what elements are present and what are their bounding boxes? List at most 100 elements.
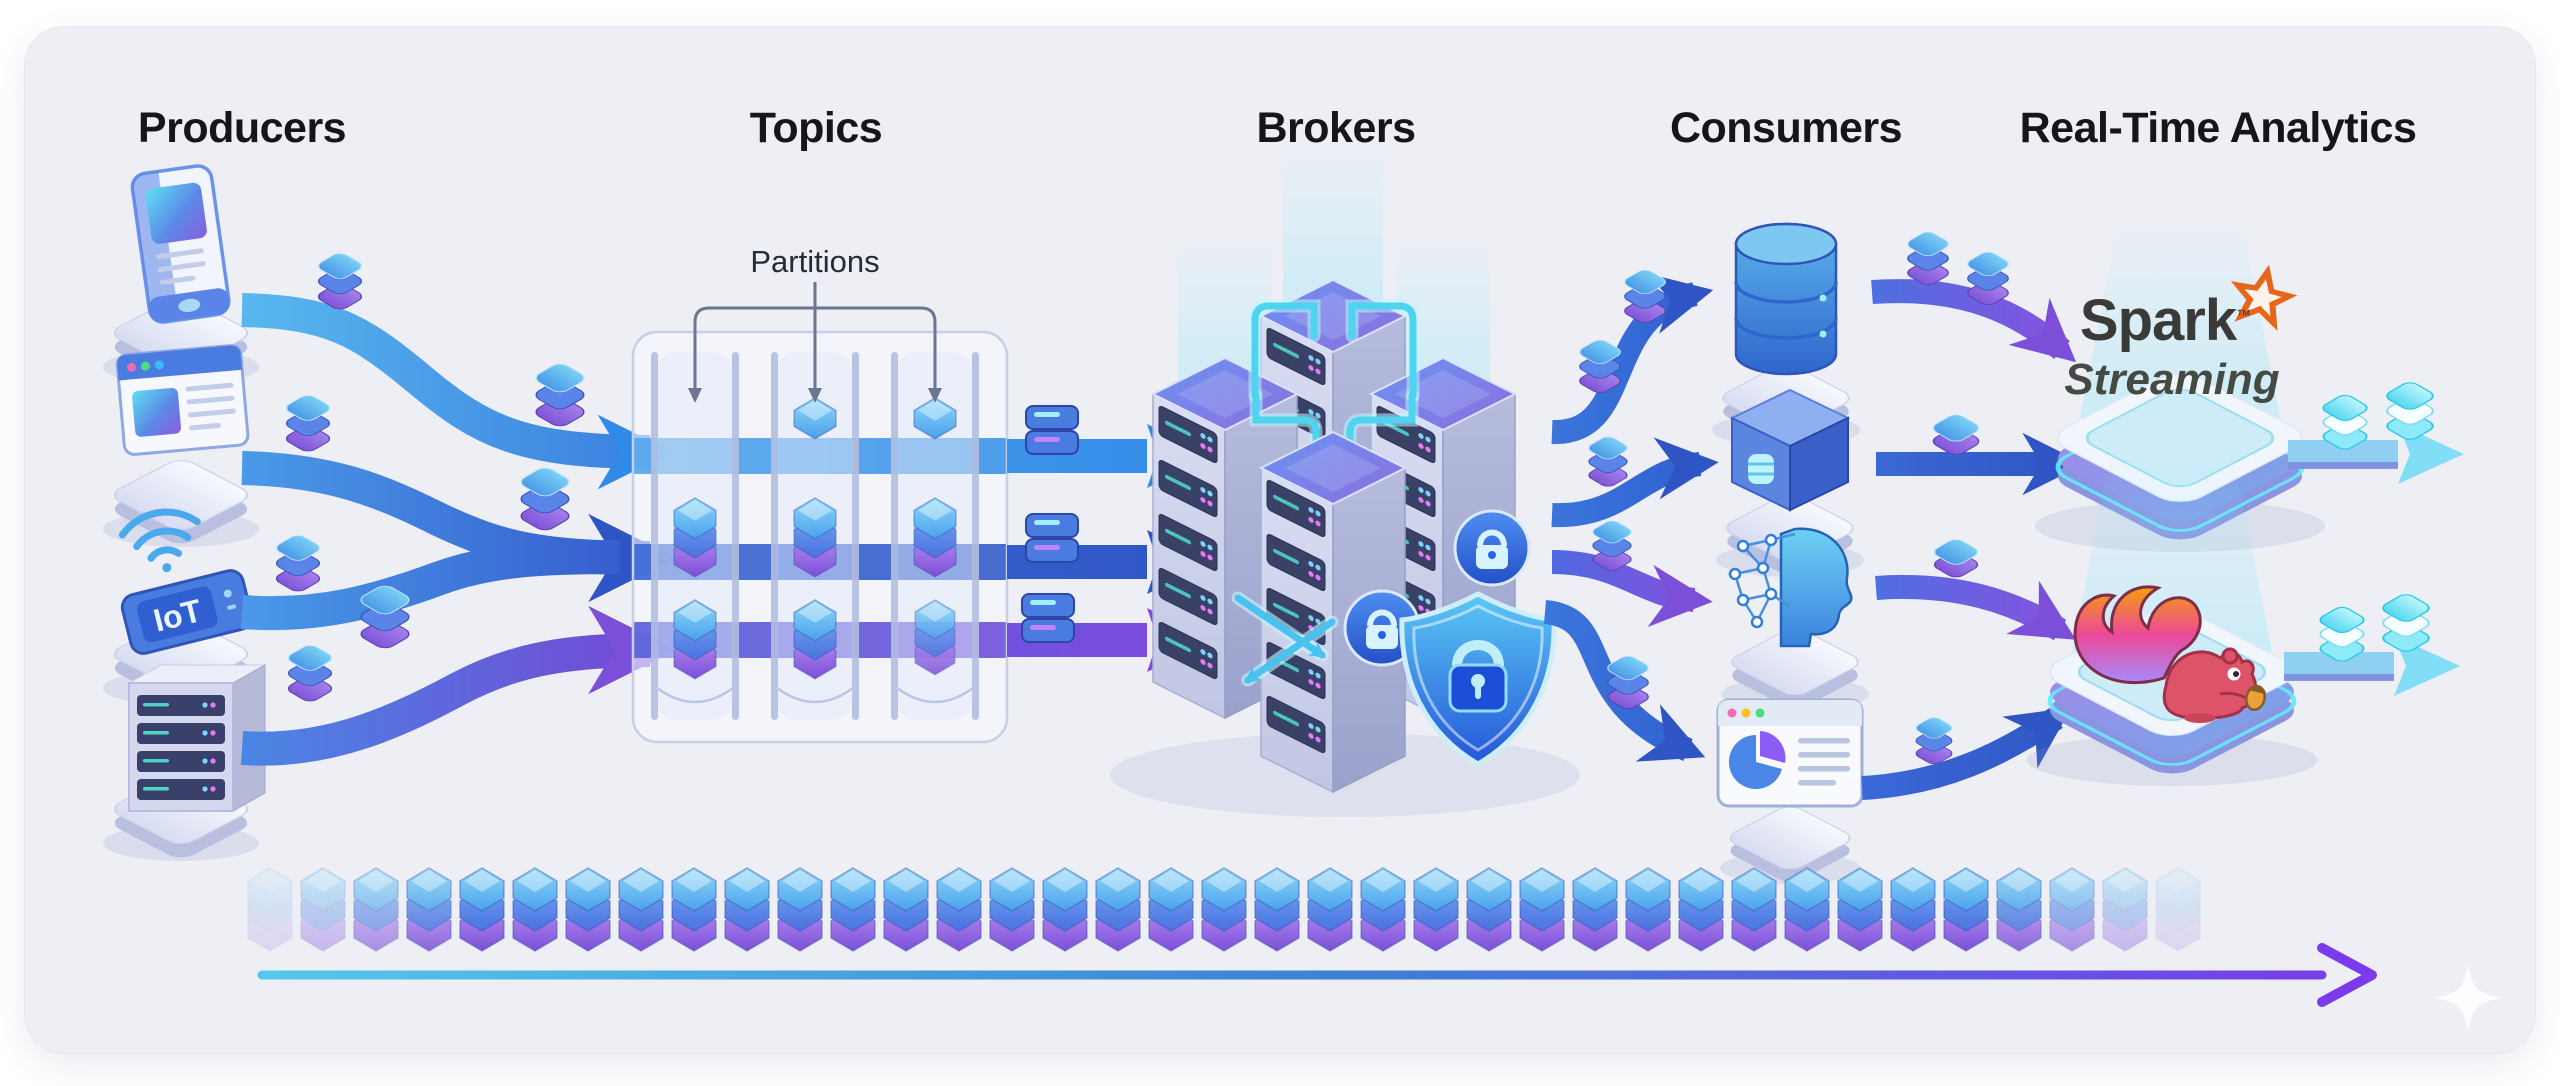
header-consumers: Consumers [1669,104,1903,152]
brokers-cluster [1110,150,1580,817]
message-stack [281,392,335,455]
timeline-hexagon-stack [1625,867,1671,952]
timeline-hexagon-stack [1890,867,1936,952]
spark-streaming-wordmark: Streaming [2064,355,2279,404]
timeline-hexagon-stack [1413,867,1459,952]
message-stack [1929,536,1983,581]
server-rack-icon [127,664,267,812]
message-stack [313,250,367,313]
timeline-hexagon-stack [247,867,293,952]
message-stack [515,464,575,534]
message-hexagon-stack [793,497,837,578]
timeline-hexagon-stack [1678,867,1724,952]
security-shield-icon [1399,591,1557,767]
timeline-hexagon-stack [1042,867,1088,952]
timeline-hexagon-stack [353,867,399,952]
timeline-hexagon-stack [936,867,982,952]
timeline-hexagon-stack [1254,867,1300,952]
timeline-hexagon-stack [406,867,452,952]
timeline-hexagon-stack [883,867,929,952]
analytics-output-arrow-2 [2284,591,2460,696]
message-stack [530,360,590,430]
topics-section [631,282,1213,744]
timeline-hexagon-stack [565,867,611,952]
flow-ribbon-3 [240,540,621,631]
message-stack [1928,411,1984,458]
partitions-pointer-bracket [688,282,942,403]
message-stack [1903,229,1953,288]
pie-chart-icon [1728,731,1786,789]
record-card [1025,405,1079,455]
message-stack [283,642,337,705]
spark-wordmark: Spark [2080,288,2238,353]
message-stack [1912,715,1956,767]
flink-squirrel-logo [2073,585,2266,723]
record-card [1025,513,1079,563]
timeline-hexagon-stack [1943,867,1989,952]
message-hexagon-stack [673,497,717,578]
header-analytics: Real-Time Analytics [2019,104,2417,152]
timeline-hexagon-stack [724,867,770,952]
flow-ribbon-4 [240,605,677,766]
flink-engine [2027,457,2317,786]
message-hexagon-stack [793,599,837,680]
timeline-hexagon-row [247,867,2201,952]
iot-device-icon: IoT [120,569,254,655]
spark-star-icon [2230,264,2298,331]
broker-consumer-arrows [1543,267,1719,762]
analytics-dashboard-icon [1716,698,1864,808]
dashboard-consumer [1716,698,1864,886]
timeline-hexagon-stack [1466,867,1512,952]
message-timeline [247,867,2377,1007]
acorn [2245,684,2266,712]
processed-message-stack [2382,379,2438,443]
timeline-hexagon-stack [1784,867,1830,952]
timeline-hexagon-stack [1996,867,2042,952]
processed-message-stack [2378,591,2434,655]
timeline-hexagon-stack [1731,867,1777,952]
timeline-hexagon-stack [1360,867,1406,952]
message-stack [1584,434,1632,489]
producers-column: IoT [103,164,267,863]
record-card [1021,593,1075,643]
header-topics: Topics [749,104,883,152]
replication-cables [1248,299,1420,477]
timeline-hexagon-stack [512,867,558,952]
flow-ribbon-1 [241,293,673,490]
lock-badge-icon [1453,509,1531,587]
db-glyph [1748,454,1774,484]
timeline-hexagon-stack [1095,867,1141,952]
ai-head-icon [1728,527,1853,648]
timeline-hexagon-stack [1148,867,1194,952]
header-brokers: Brokers [1256,104,1416,152]
message-stack [271,532,325,595]
timeline-hexagon-stack [1519,867,1565,952]
timeline-hexagon-stack [777,867,823,952]
timeline-hexagon-stack [989,867,1035,952]
timeline-hexagon-stack [1837,867,1883,952]
timeline-hexagon-stack [671,867,717,952]
timeline-hexagon-stack [618,867,664,952]
consumers-column [1712,222,1869,886]
browser-window-icon [115,344,250,456]
message-hexagon-stack [673,599,717,680]
neural-network-icon [1728,532,1796,629]
message-hexagon-stack [913,497,957,578]
analytics-output-arrow-1 [2288,379,2464,484]
server-producer [103,664,267,863]
timeline-hexagon-stack [2102,867,2148,952]
timeline-hexagon-stack [459,867,505,952]
web-app-producer [103,344,259,549]
analytics-column: Spark ™ Streaming [2027,223,2464,786]
broker-sync-arrows [1231,591,1339,687]
timeline-hexagon-stack [1572,867,1618,952]
timeline-hexagon-stack [2155,867,2201,952]
spark-streaming-logo: Spark ™ Streaming [2064,264,2298,404]
sparkle-icon [2434,964,2502,1032]
header-producers: Producers [137,104,347,152]
message-hexagon-stack [914,599,956,676]
timeline-hexagon-stack [830,867,876,952]
timeline-arrowhead-icon [2317,943,2377,1007]
